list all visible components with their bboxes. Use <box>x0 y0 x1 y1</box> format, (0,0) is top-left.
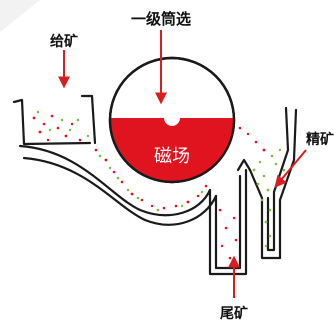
feed-label: 给矿 <box>50 33 78 50</box>
drum-shaft-notch <box>164 118 180 126</box>
trough-inner-curve <box>22 156 218 226</box>
concentrate-arrow <box>274 149 307 188</box>
tailings-outlet <box>208 168 248 276</box>
watermark-corner <box>0 0 40 32</box>
divider-tip <box>236 158 252 172</box>
tailings-outlet-inner <box>214 174 242 270</box>
concentrate-label: 精矿 <box>306 131 334 148</box>
concentrate-outlet <box>248 108 298 260</box>
feed-chute-outer-wall <box>12 98 92 146</box>
feed-chute-inner-wall <box>80 94 97 145</box>
primary-screening-label: 一级筒选 <box>131 10 191 28</box>
magnetic-field-label: 磁场 <box>154 146 190 167</box>
concentrate-inner-wall <box>266 106 290 252</box>
separator-tank <box>12 94 298 276</box>
nonmagnetic-particles <box>36 110 286 248</box>
tailings-label: 尾矿 <box>220 305 248 322</box>
flow-arrows <box>58 30 307 298</box>
trough-outer-curve <box>18 144 212 217</box>
magnetic-drum: 磁场 <box>108 56 236 184</box>
